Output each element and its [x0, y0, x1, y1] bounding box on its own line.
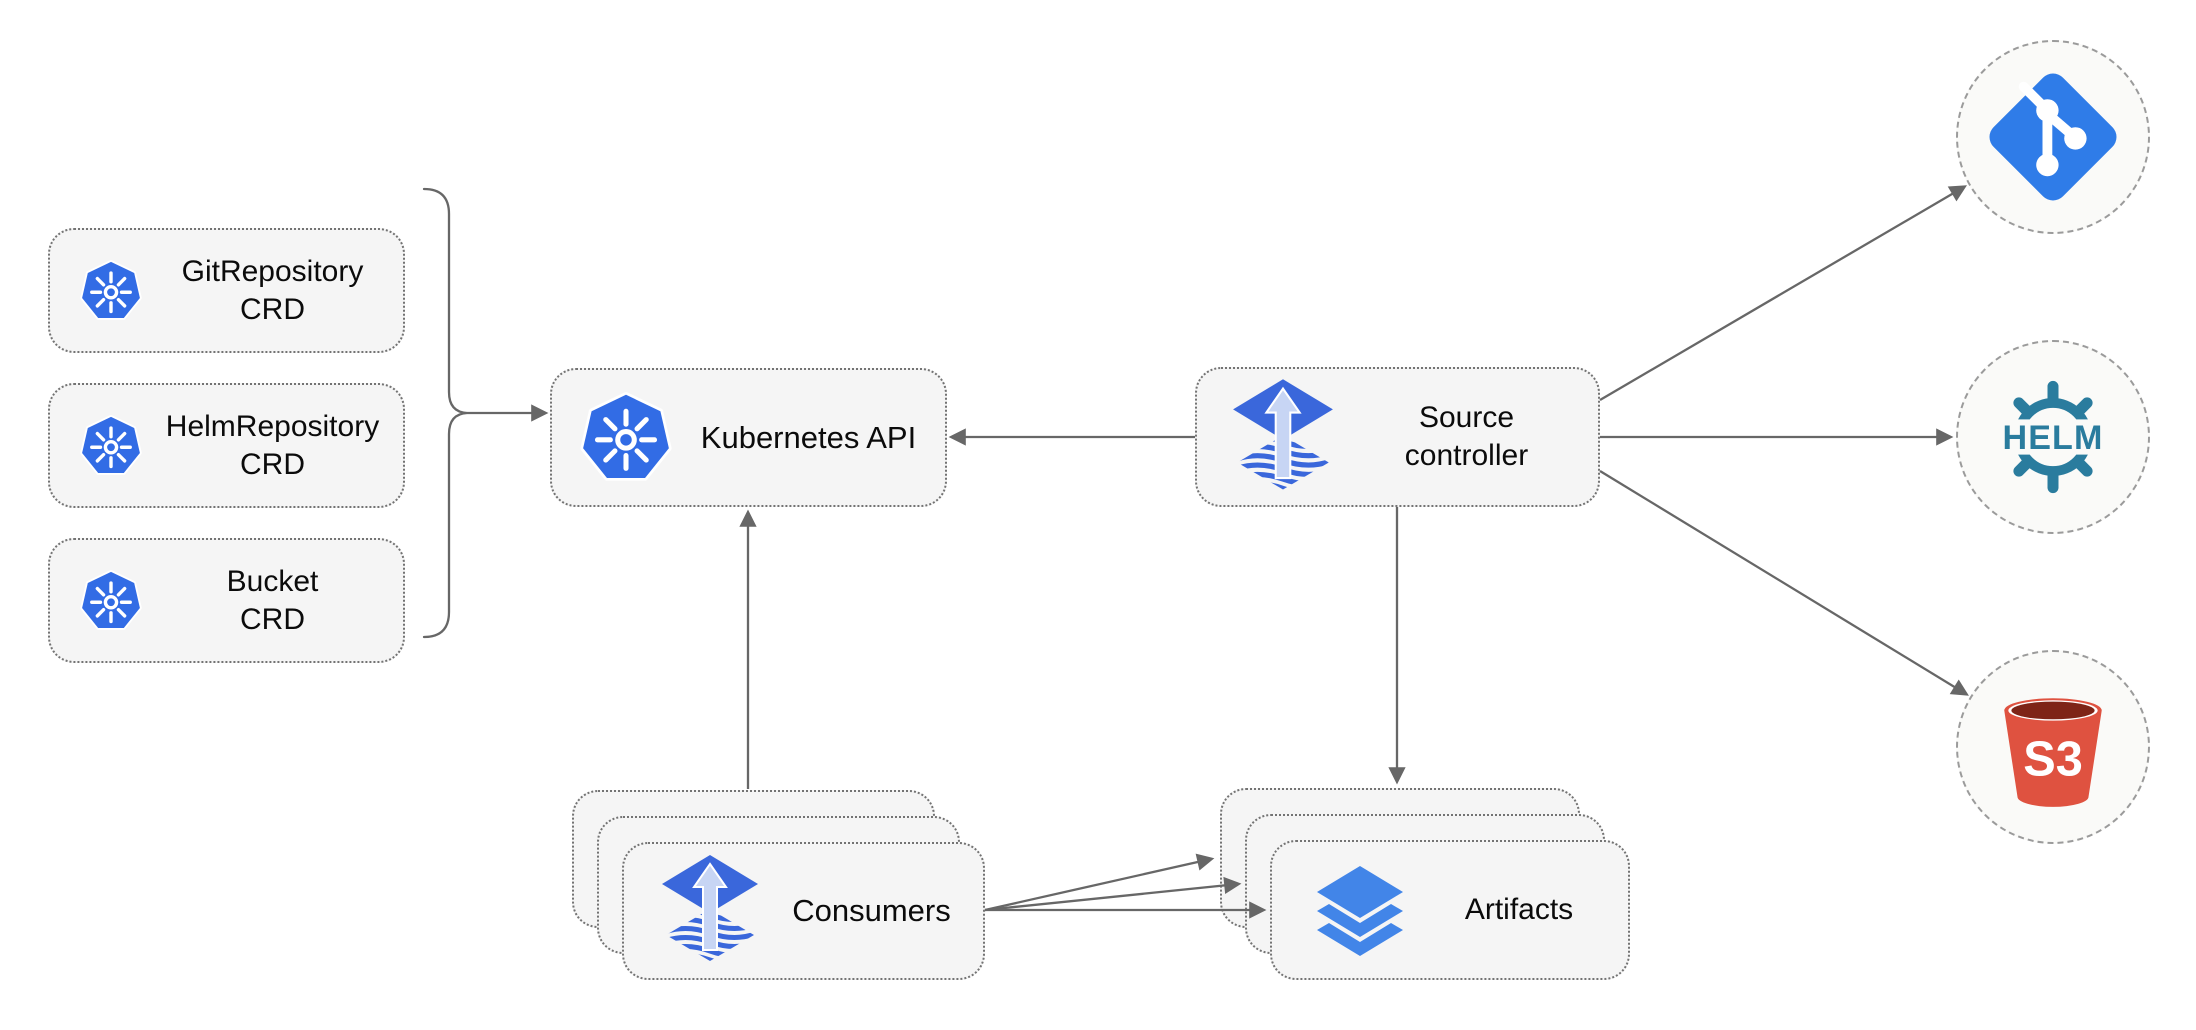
crd-label-line1: HelmRepository	[165, 409, 380, 443]
kubernetes-wheel-icon	[80, 414, 142, 475]
crd-label-line2: CRD	[240, 292, 305, 326]
artifacts-node: Artifacts	[1270, 840, 1630, 980]
helmrepository-crd-node: HelmRepository CRD	[48, 383, 405, 508]
source-controller-label: Source controller	[1335, 399, 1598, 475]
helm-source-circle: HELM	[1956, 340, 2150, 534]
helm-label: HELM	[2003, 419, 2104, 457]
git-source-circle	[1956, 40, 2150, 234]
git-branch-icon	[1989, 73, 2117, 201]
consumers-label: Consumers	[792, 893, 951, 928]
source-controller-node: Source controller	[1195, 367, 1600, 507]
crd-label-line1: GitRepository	[181, 254, 364, 288]
s3-bucket-icon: S3	[2004, 698, 2102, 807]
flux-source-icon	[660, 853, 760, 969]
s3-label: S3	[2023, 732, 2083, 786]
helm-wheel-icon: HELM	[2000, 380, 2106, 494]
kubernetes-wheel-icon	[80, 259, 142, 320]
arrow-source-controller-to-git	[1599, 185, 1967, 401]
kubernetes-wheel-icon	[580, 392, 672, 484]
layers-icon	[1317, 866, 1403, 956]
source-controller-label-line1: Source	[1418, 401, 1515, 434]
helmrepository-crd-label: HelmRepository CRD	[142, 408, 403, 484]
bucket-crd-node: Bucket CRD	[48, 538, 405, 663]
crd-label-line2: CRD	[240, 602, 305, 636]
crd-label-line2: CRD	[240, 447, 305, 481]
arrow-consumers-to-artifacts-middle	[984, 876, 1242, 912]
kubernetes-api-label: Kubernetes API	[700, 419, 917, 455]
gitrepository-crd-label: GitRepository CRD	[142, 253, 403, 329]
kubernetes-wheel-icon	[80, 569, 142, 630]
arrow-source-controller-to-s3	[1599, 470, 1969, 696]
s3-source-circle: S3	[1956, 650, 2150, 844]
gitrepository-crd-node: GitRepository CRD	[48, 228, 405, 353]
source-controller-label-line2: controller	[1404, 439, 1529, 472]
crd-label-line1: Bucket	[226, 564, 319, 598]
artifacts-label: Artifacts	[1464, 893, 1574, 926]
arrow-consumers-to-artifacts-back	[984, 853, 1215, 912]
crd-group-bracket	[422, 187, 468, 639]
consumers-node: Consumers	[622, 842, 985, 980]
flux-source-icon	[1231, 377, 1335, 498]
bucket-crd-label: Bucket CRD	[142, 563, 403, 639]
kubernetes-api-node: Kubernetes API	[550, 368, 947, 507]
